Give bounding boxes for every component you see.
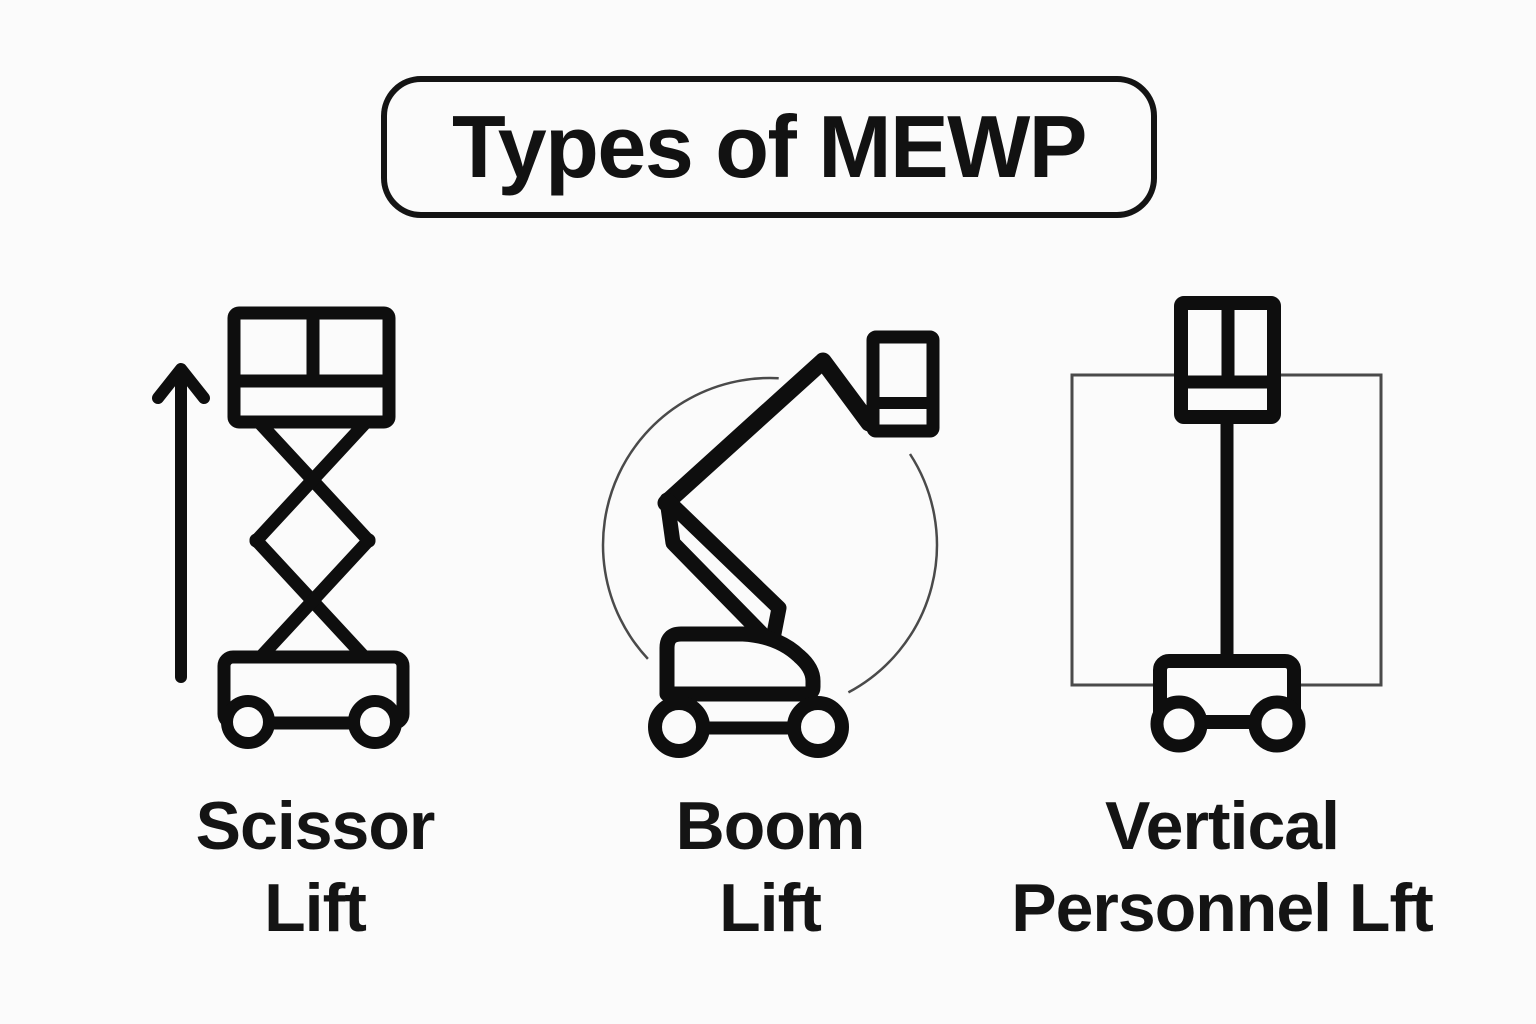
wheel-icon xyxy=(221,695,275,749)
label-boom-lift: Boom Lift xyxy=(675,788,866,946)
wheel-icon xyxy=(787,696,849,758)
vertical-basket xyxy=(1174,296,1281,424)
label-scissor-lift: Scissor Lift xyxy=(195,788,436,946)
boom-arm-lower xyxy=(659,492,787,652)
up-arrow-icon xyxy=(152,363,210,683)
scissor-mechanism xyxy=(249,412,376,669)
label-vertical-personnel-lift: Vertical Personnel Lft xyxy=(1011,788,1434,946)
title-box: Types of MEWP xyxy=(381,76,1157,218)
scissor-base xyxy=(217,650,410,749)
vertical-base xyxy=(1150,654,1306,753)
boom-arm-upper xyxy=(657,352,878,512)
vertical-personnel-lift-icon xyxy=(1070,296,1383,753)
scissor-lift-icon xyxy=(152,306,410,749)
scissor-platform xyxy=(227,306,396,429)
wheel-icon xyxy=(1150,695,1208,753)
boom-basket xyxy=(866,330,940,438)
page-title: Types of MEWP xyxy=(451,97,1088,196)
wheel-icon xyxy=(648,696,710,758)
boom-lift-icon xyxy=(601,330,940,758)
wheel-icon xyxy=(348,695,402,749)
rotation-arc xyxy=(601,376,939,694)
wheel-icon xyxy=(1248,695,1306,753)
boom-base xyxy=(659,626,821,702)
